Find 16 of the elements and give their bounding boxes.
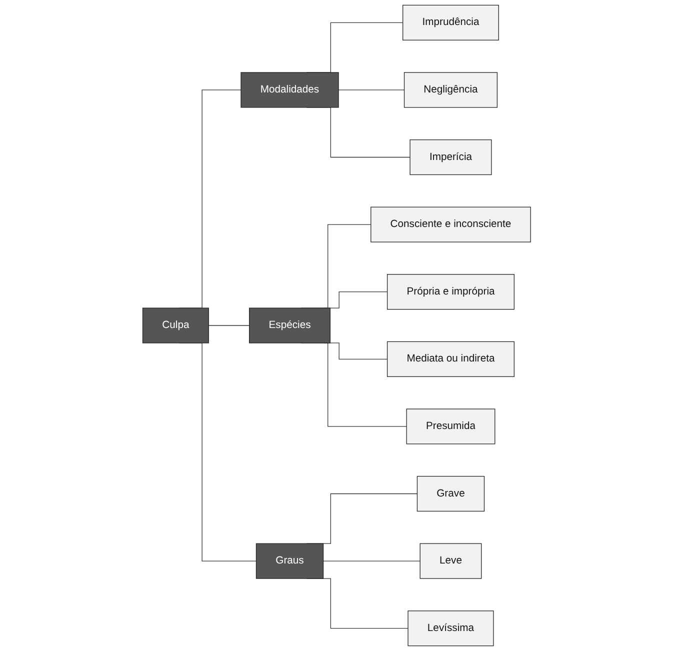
node-box: Leve xyxy=(420,543,482,579)
node-box: Imprudência xyxy=(402,4,499,40)
node-box: Grave xyxy=(416,476,484,512)
node-box: Espécies xyxy=(248,308,330,344)
connector xyxy=(208,325,250,326)
node-box: Própria e imprópria xyxy=(386,274,514,310)
node-box: Graus xyxy=(256,543,324,579)
node-box: Presumida xyxy=(406,408,496,444)
node-box: Imperícia xyxy=(410,139,492,176)
node-box: Mediata ou indireta xyxy=(386,341,514,377)
node-box: Modalidades xyxy=(240,72,339,108)
node-box: Culpa xyxy=(142,308,209,344)
connector xyxy=(322,560,420,562)
node-box: Consciente e inconsciente xyxy=(370,206,531,242)
node-box: Negligência xyxy=(404,72,498,108)
node-box: Levíssima xyxy=(408,610,494,646)
